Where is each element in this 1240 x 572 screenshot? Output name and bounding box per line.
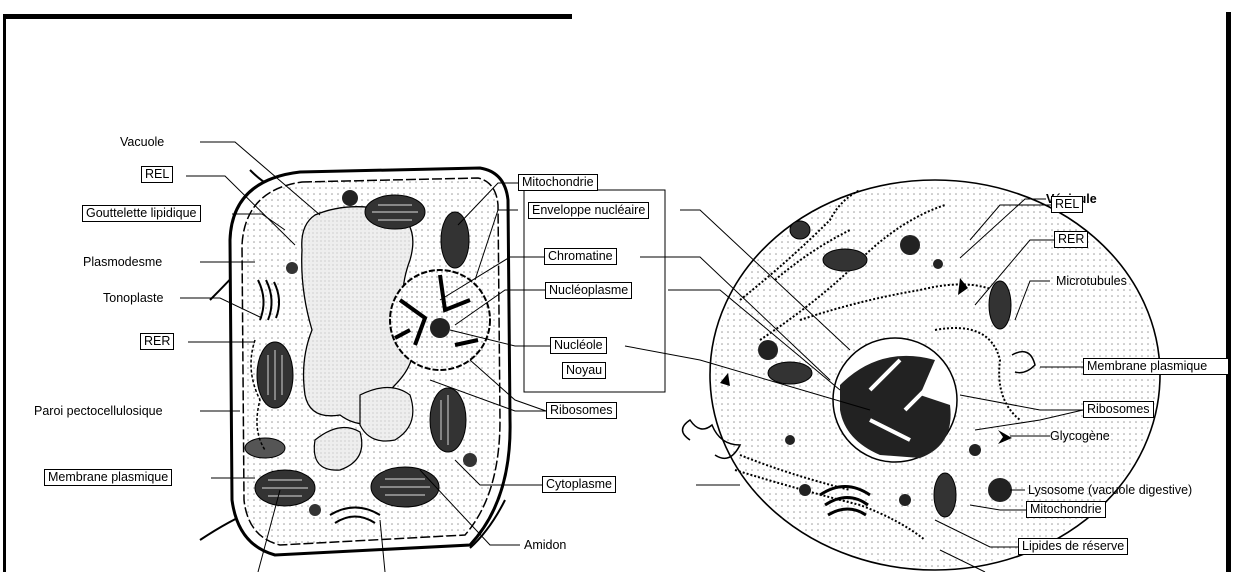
label-chromatine: Chromatine xyxy=(544,248,617,265)
label-rel-animal: REL xyxy=(1051,196,1083,213)
label-glycogene: Glycogène xyxy=(1050,428,1110,444)
label-membrane-plasmique-plant: Membrane plasmique xyxy=(44,469,172,486)
label-mitochondrie: Mitochondrie xyxy=(518,174,598,191)
label-mitochondrie-animal: Mitochondrie xyxy=(1026,501,1106,518)
label-gouttelette-lipidique: Gouttelette lipidique xyxy=(82,205,201,222)
label-ribosomes-shared: Ribosomes xyxy=(546,402,617,419)
label-microtubules: Microtubules xyxy=(1056,273,1127,289)
label-rel-plant: REL xyxy=(141,166,173,183)
label-cytoplasme: Cytoplasme xyxy=(542,476,616,493)
label-ribosomes-animal: Ribosomes xyxy=(1083,401,1154,418)
label-tonoplaste: Tonoplaste xyxy=(103,290,163,306)
label-membrane-plasmique-animal: Membrane plasmique xyxy=(1083,358,1229,375)
label-rer-animal: RER xyxy=(1054,231,1088,248)
label-nucleole: Nucléole xyxy=(550,337,607,354)
label-paroi-pectocellulosique: Paroi pectocellulosique xyxy=(34,403,163,419)
label-plasmodesme: Plasmodesme xyxy=(83,254,162,270)
label-enveloppe-nucleaire: Enveloppe nucléaire xyxy=(528,202,649,219)
label-vacuole: Vacuole xyxy=(120,134,164,150)
label-lipides-de-reserve: Lipides de réserve xyxy=(1018,538,1128,555)
label-nucleoplasme: Nucléoplasme xyxy=(545,282,632,299)
label-noyau: Noyau xyxy=(562,362,606,379)
label-lysosome: Lysosome (vacuole digestive) xyxy=(1028,482,1224,498)
label-rer-plant: RER xyxy=(140,333,174,350)
plant-cell xyxy=(200,168,510,555)
label-amidon: Amidon xyxy=(524,537,566,553)
